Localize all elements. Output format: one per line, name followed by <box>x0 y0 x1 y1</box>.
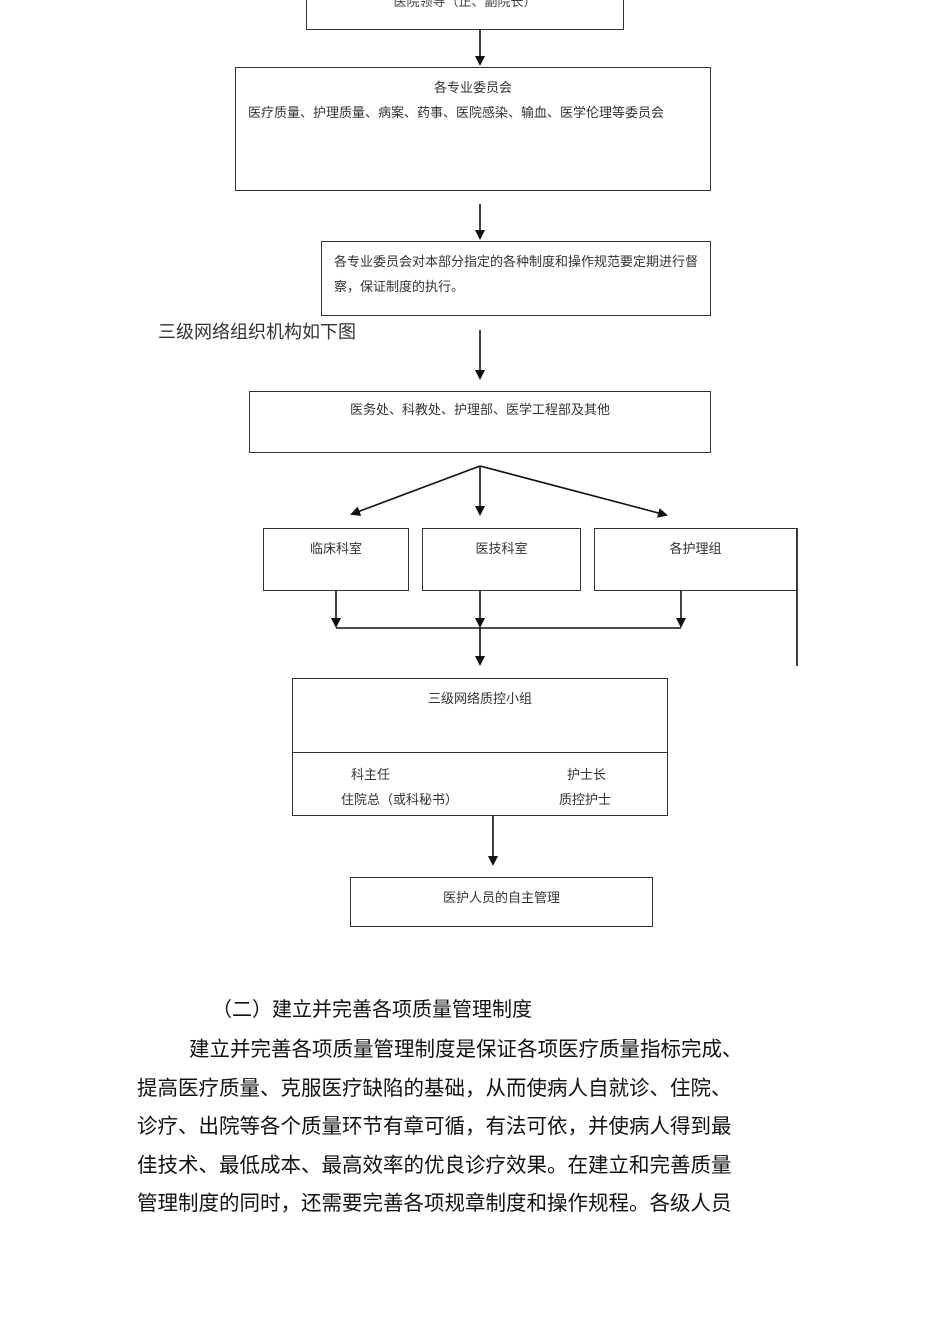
paragraph-line-5: 管理制度的同时，还需要完善各项规章制度和操作规程。各级人员 <box>137 1191 732 1215</box>
leadership-label: 医院领导（正、副院长） <box>393 0 537 10</box>
medtech-dept-box: 医技科室 <box>422 528 581 591</box>
supervision-text: 各专业委员会对本部分指定的各种制度和操作规范要定期进行督察，保证制度的执行。 <box>334 255 699 295</box>
qc-role-chief-resident: 住院总（或科秘书） <box>341 793 459 808</box>
medtech-dept-label: 医技科室 <box>475 542 528 557</box>
self-management-box: 医护人员的自主管理 <box>350 877 653 927</box>
leadership-box: 医院领导（正、副院长） <box>306 0 624 30</box>
section-heading: （二）建立并完善各项质量管理制度 <box>212 997 532 1021</box>
supervision-box: 各专业委员会对本部分指定的各种制度和操作规范要定期进行督察，保证制度的执行。 <box>321 241 711 316</box>
paragraph-line-4: 佳技术、最低成本、最高效率的优良诊疗效果。在建立和完善质量 <box>137 1152 732 1177</box>
chart-caption: 三级网络组织机构如下图 <box>158 322 356 343</box>
arrow-to-clinical <box>350 465 481 516</box>
clinical-dept-label: 临床科室 <box>309 542 362 557</box>
qc-group-title: 三级网络质控小组 <box>293 679 667 753</box>
section-paragraph: 建立并完善各项质量管理制度是保证各项医疗质量指标完成、 提高医疗质量、克服医疗缺… <box>137 1030 827 1223</box>
nursing-group-box: 各护理组 <box>594 528 797 591</box>
clinical-dept-box: 临床科室 <box>263 528 409 591</box>
qc-right-roles: 护士长 质控护士 <box>559 763 649 813</box>
committees-title: 各专业委员会 <box>433 81 512 96</box>
qc-role-qc-nurse: 质控护士 <box>559 793 612 808</box>
arrow-to-nursing <box>479 465 668 518</box>
self-management-label: 医护人员的自主管理 <box>442 891 560 906</box>
committees-box: 各专业委员会 医疗质量、护理质量、病案、药事、医院感染、输血、医学伦理等委员会 <box>235 67 711 191</box>
paragraph-line-2: 提高医疗质量、克服医疗缺陷的基础，从而使病人自就诊、住院、 <box>137 1075 732 1100</box>
committees-body: 医疗质量、护理质量、病案、药事、医院感染、输血、医学伦理等委员会 <box>248 106 665 121</box>
departments-box: 医务处、科教处、护理部、医学工程部及其他 <box>249 391 711 453</box>
paragraph-line-1: 建立并完善各项质量管理制度是保证各项医疗质量指标完成、 <box>189 1037 743 1061</box>
qc-role-head-nurse: 护士长 <box>567 768 607 783</box>
qc-left-roles: 科主任 住院总（或科秘书） <box>341 763 481 813</box>
paragraph-line-3: 诊疗、出院等各个质量环节有章可循，有法可依，并使病人得到最 <box>137 1114 732 1138</box>
departments-label: 医务处、科教处、护理部、医学工程部及其他 <box>349 403 610 418</box>
qc-group-box: 三级网络质控小组 科主任 住院总（或科秘书） 护士长 质控护士 <box>292 678 668 816</box>
nursing-group-label: 各护理组 <box>669 542 722 557</box>
qc-role-director: 科主任 <box>351 768 391 783</box>
